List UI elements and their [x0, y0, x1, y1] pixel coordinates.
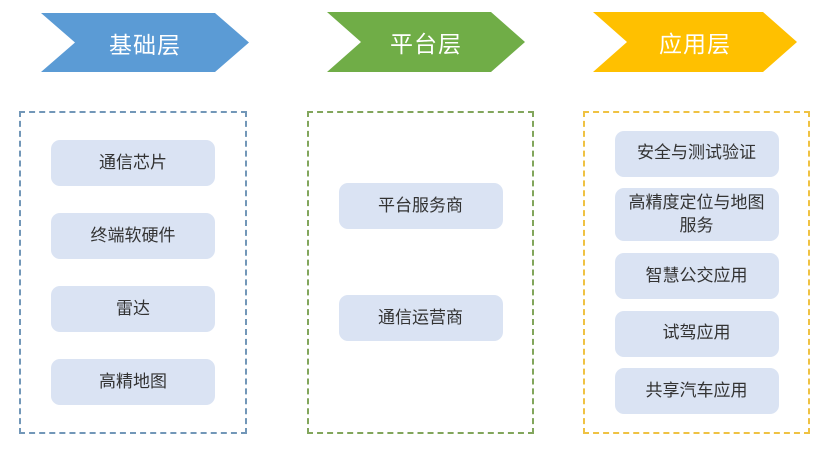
platform-item-label: 平台服务商	[378, 195, 463, 215]
application-item-label: 安全与测试验证	[637, 143, 756, 163]
application-layer-header-label: 应用层	[659, 31, 731, 57]
foundation-item-label: 高精地图	[99, 371, 167, 391]
application-item-label: 高精度定位与地图服务	[628, 193, 765, 235]
foundation-item-label: 终端软硬件	[90, 225, 176, 245]
application-item-box: 智慧公交应用	[614, 252, 779, 299]
foundation-item-box: 雷达	[51, 286, 215, 332]
application-layer-header-chevron: 应用层	[593, 12, 797, 72]
application-item-label: 试驾应用	[662, 323, 731, 343]
application-layer-panel: 安全与测试验证 高精度定位与地图服务 智慧公交应用 试驾应用 共享汽车应用	[583, 111, 810, 434]
foundation-layer-header-label: 基础层	[109, 31, 181, 58]
foundation-item-box: 高精地图	[51, 359, 215, 405]
platform-item-box: 平台服务商	[338, 183, 503, 229]
foundation-layer-panel: 通信芯片 终端软硬件 雷达 高精地图	[19, 111, 247, 434]
foundation-item-label: 雷达	[116, 298, 150, 318]
application-item-label: 共享汽车应用	[645, 381, 748, 401]
platform-layer-header-label: 平台层	[390, 31, 462, 57]
application-item-box: 高精度定位与地图服务	[614, 188, 779, 242]
application-item-box: 共享汽车应用	[614, 368, 779, 415]
foundation-item-box: 通信芯片	[51, 140, 215, 186]
application-item-box: 安全与测试验证	[614, 130, 779, 177]
platform-item-box: 通信运营商	[338, 295, 503, 341]
foundation-item-box: 终端软硬件	[51, 213, 215, 259]
platform-item-label: 通信运营商	[378, 307, 463, 327]
application-item-label: 智慧公交应用	[645, 265, 748, 285]
foundation-layer-header-chevron: 基础层	[41, 13, 249, 72]
platform-layer-panel: 平台服务商 通信运营商	[307, 111, 534, 434]
foundation-item-label: 通信芯片	[99, 152, 167, 172]
platform-layer-header-chevron: 平台层	[327, 12, 525, 72]
application-item-box: 试驾应用	[614, 310, 779, 357]
